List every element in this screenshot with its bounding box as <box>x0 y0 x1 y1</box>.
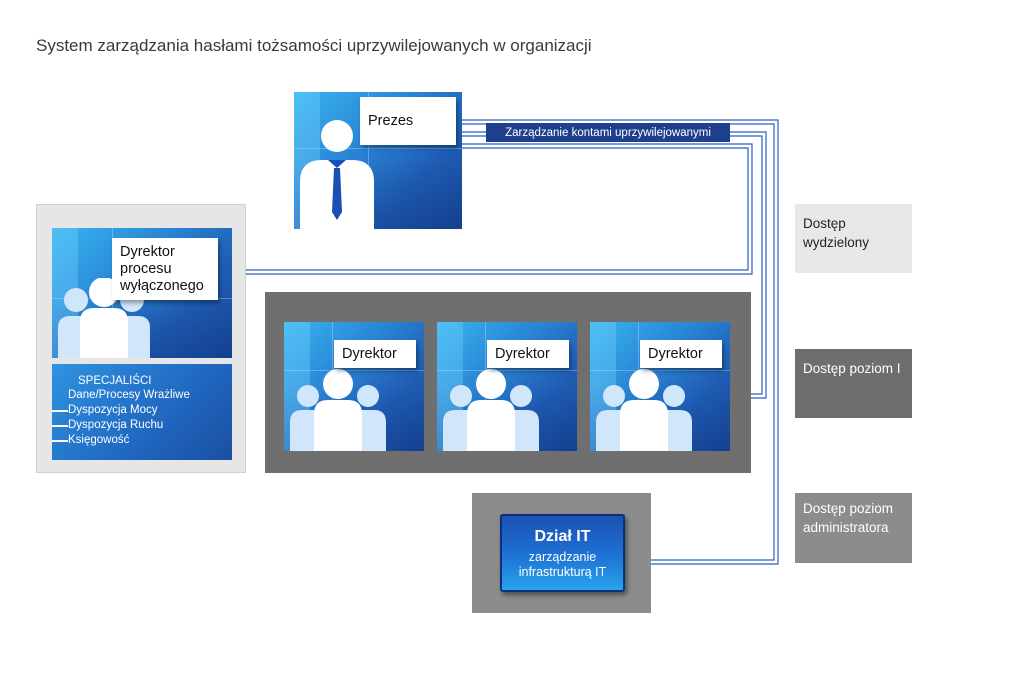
prezes-label: Prezes <box>360 97 456 145</box>
connector-wyl-outer <box>246 143 753 275</box>
specialist-item: Księgowość <box>68 434 130 446</box>
specialists-heading: SPECJALIŚCI <box>78 375 152 387</box>
connector-admin-outer <box>462 119 779 565</box>
specialist-item: Dyspozycja Mocy <box>68 404 158 416</box>
prezes-tile: Prezes <box>294 92 462 229</box>
diagram-title: System zarządzania hasłami tożsamości up… <box>36 36 592 55</box>
specialist-tick <box>52 410 68 412</box>
director-label: Dyrektor <box>487 340 569 368</box>
specialist-tick <box>52 440 68 442</box>
director-label: Dyrektor <box>334 340 416 368</box>
it-department-title: Dział IT <box>534 528 591 545</box>
it-department-subtitle: zarządzanie infrastrukturą IT <box>518 550 607 579</box>
isolated-director-label: Dyrektor procesu wyłączonego <box>112 238 218 300</box>
legend-level-one-access: Dostęp poziom I <box>795 349 912 418</box>
group-people-icon <box>596 369 692 451</box>
specialist-tick <box>52 425 68 427</box>
director-tile-1: Dyrektor <box>284 322 424 451</box>
specialist-item: Dyspozycja Ruchu <box>68 419 164 431</box>
specialist-item: Dane/Procesy Wrażliwe <box>68 389 190 401</box>
group-people-icon <box>290 369 386 451</box>
connector-wyl-inner <box>246 147 749 271</box>
legend-admin-access: Dostęp poziom administratora <box>795 493 912 563</box>
director-label: Dyrektor <box>640 340 722 368</box>
legend-isolated-access: Dostęp wydzielony <box>795 204 912 273</box>
director-tile-3: Dyrektor <box>590 322 730 451</box>
group-people-icon <box>443 369 539 451</box>
privileged-account-management-bar: Zarządzanie kontami uprzywilejowanymi <box>486 123 730 142</box>
person-with-tie-icon <box>300 120 374 229</box>
isolated-director-tile: Dyrektor procesu wyłączonego <box>52 228 232 358</box>
director-tile-2: Dyrektor <box>437 322 577 451</box>
specialists-panel: SPECJALIŚCI Dane/Procesy Wrażliwe Dyspoz… <box>52 364 232 460</box>
it-department-panel: Dział IT zarządzanie infrastrukturą IT <box>500 514 625 592</box>
